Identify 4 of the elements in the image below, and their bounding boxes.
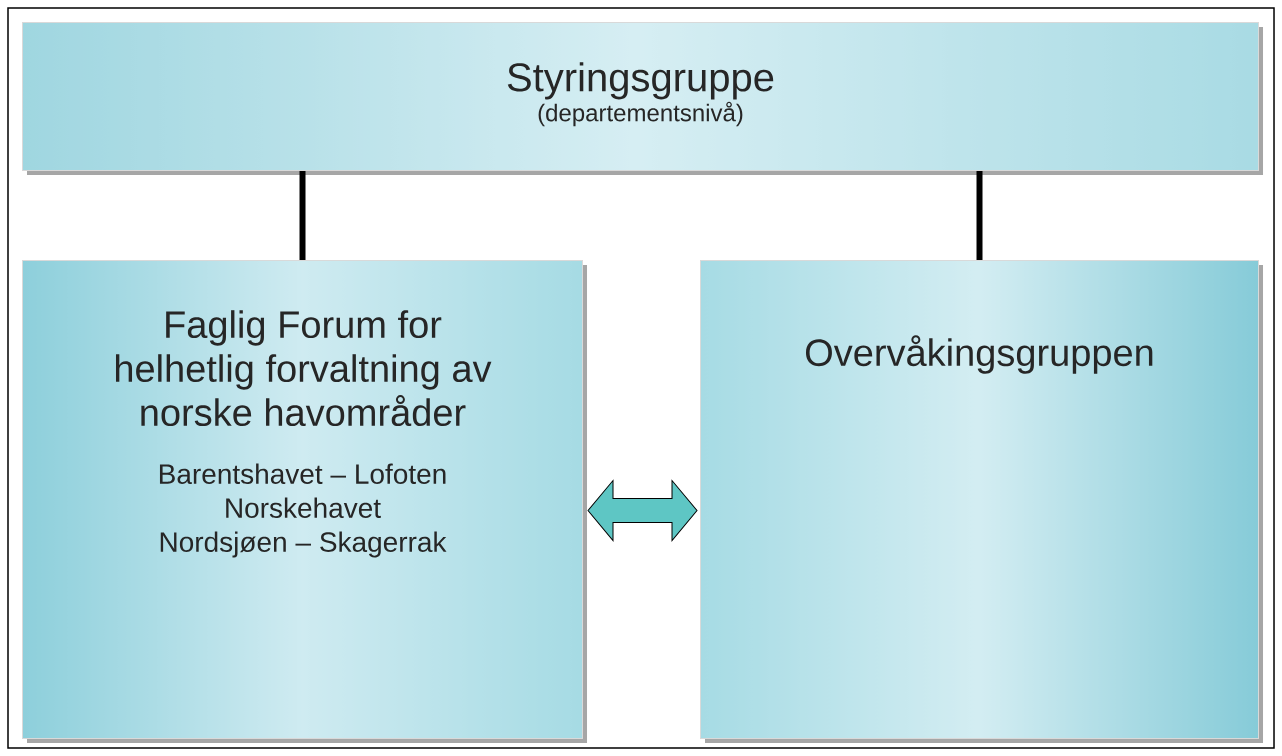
group-box: Overvåkingsgruppen (700, 260, 1263, 743)
group-box: Faglig Forum for helhetlig forvaltning av norske havområder Barentshavet – Lofoten Norskehavet Nordsjøen – Skagerrak (22, 260, 587, 743)
double-arrow (587, 480, 698, 541)
steering-group-box: Styringsgruppe (departementsnivå) (22, 22, 1263, 175)
